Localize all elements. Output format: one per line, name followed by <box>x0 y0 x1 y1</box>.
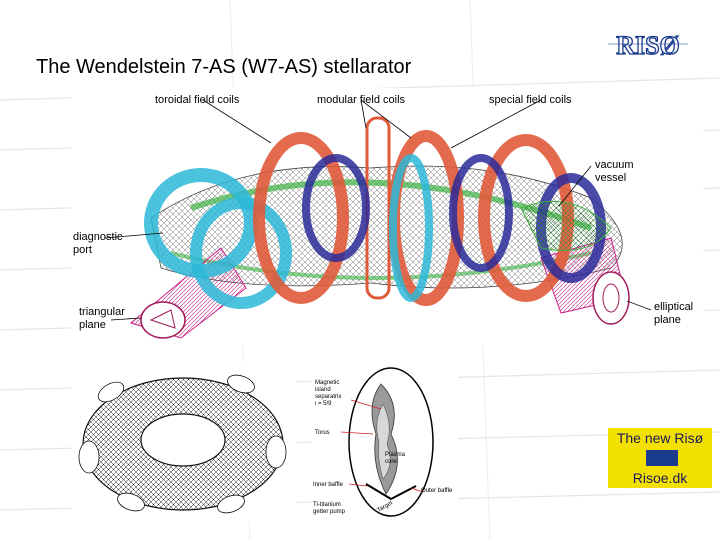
label-vacuum-vessel-line1: vacuum <box>595 159 634 171</box>
label-magnetic-4: ι = 5/9 <box>315 401 332 407</box>
label-toroidal-field-coils: toroidal field coils <box>155 94 240 106</box>
logo-text: RISØ <box>616 31 680 60</box>
cross-section-illustration <box>340 367 434 517</box>
label-diagnostic-port-line2: port <box>73 244 92 256</box>
cross-section-diagram: Magnetic island separatrix ι = 5/9 Torus… <box>311 364 458 522</box>
label-plasma-2: core <box>385 459 397 465</box>
label-diagnostic-port-line1: diagnostic <box>73 231 123 243</box>
promo-heading: The new Risø <box>616 430 704 446</box>
label-triangular-plane-line1: triangular <box>79 306 125 318</box>
label-inner-baffle: Inner baffle <box>313 482 343 488</box>
label-magnetic-2: island <box>315 387 331 393</box>
torus-illustration <box>78 374 287 514</box>
label-magnetic-1: Magnetic <box>315 380 340 386</box>
slide-title: The Wendelstein 7-AS (W7-AS) stellarator <box>36 56 412 78</box>
label-elliptical-plane-line2: plane <box>654 314 681 326</box>
label-torus: Torus <box>315 430 330 436</box>
new-riso-promo[interactable]: The new Risø Risoe.dk <box>608 428 712 488</box>
stellarator-illustration <box>104 99 652 339</box>
promo-link[interactable]: Risoe.dk <box>632 470 688 486</box>
stellarator-diagram: toroidal field coils modular field coils… <box>71 88 703 346</box>
label-modular-field-coils: modular field coils <box>317 94 406 106</box>
label-triangular-plane-line2: plane <box>79 319 106 331</box>
riso-logo: RISØ <box>606 24 690 64</box>
label-elliptical-plane-line1: elliptical <box>654 301 694 313</box>
label-outer-baffle: Outer baffle <box>421 488 453 494</box>
label-titanium-1: Ti-titanium <box>313 502 341 508</box>
torus-wireframe <box>71 362 297 522</box>
label-vacuum-vessel-line2: vessel <box>595 172 627 184</box>
label-magnetic-3: separatrix <box>315 394 342 400</box>
flag-graphic <box>646 450 678 466</box>
label-special-field-coils: special field coils <box>489 94 572 106</box>
label-plasma-1: Plasma <box>385 452 406 458</box>
label-titanium-2: getter pump <box>313 509 346 515</box>
